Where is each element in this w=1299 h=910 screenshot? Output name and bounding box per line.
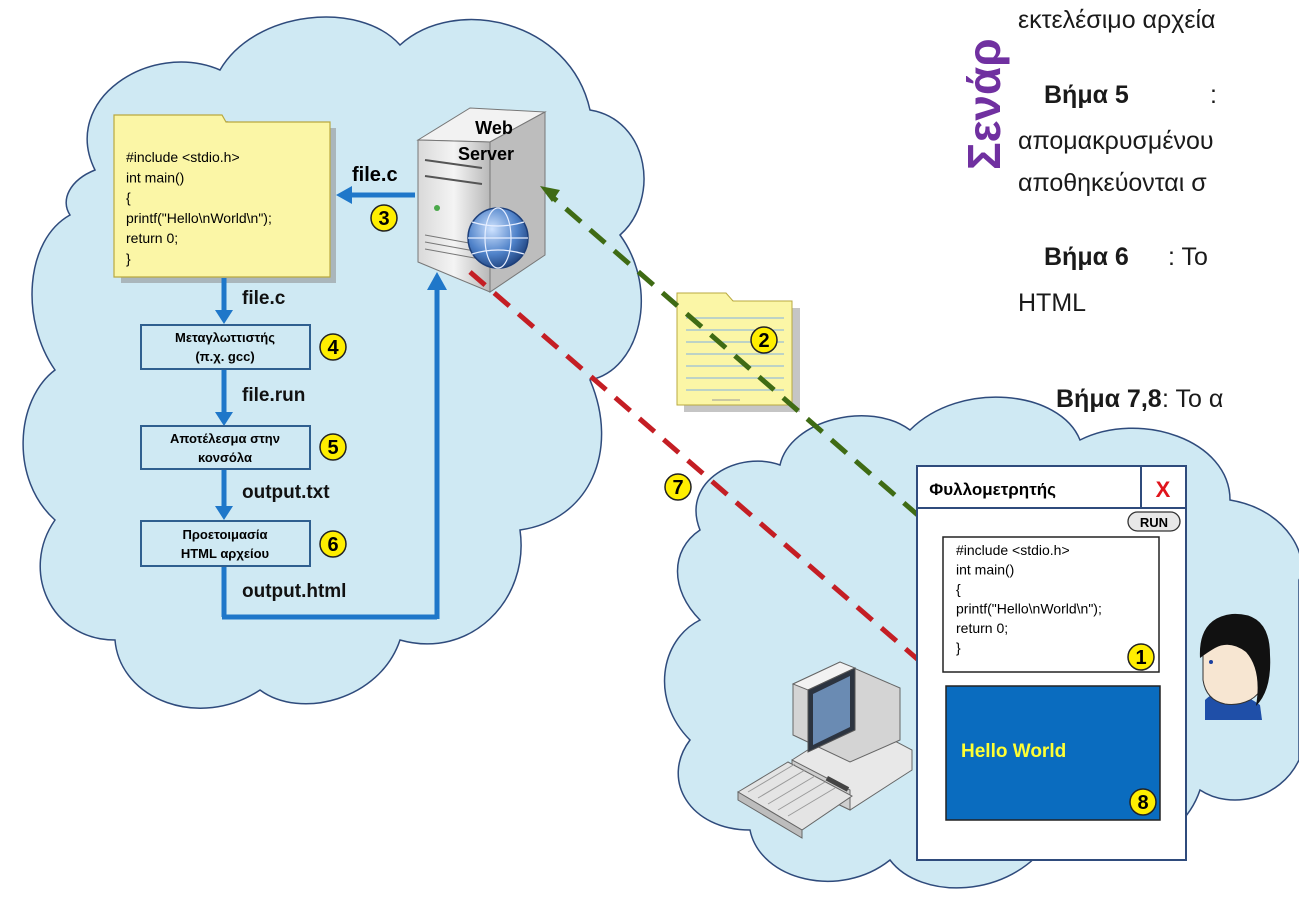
html-prep-box: Προετοιμασία HTML αρχείου bbox=[140, 520, 311, 567]
step-line-3: αποθηκεύονται σ bbox=[1018, 169, 1207, 197]
step-badge-1 bbox=[1127, 643, 1155, 671]
editor-code-lines: #include <stdio.h> int main() { printf("He… bbox=[956, 542, 1102, 656]
note-code-line-1: int main() bbox=[126, 169, 184, 185]
compiler-box: Μεταγλωττιστής (π.χ. gcc) bbox=[140, 324, 311, 370]
code-editor[interactable]: #include <stdio.h> int main() { printf("He… bbox=[942, 536, 1160, 673]
step-badge-label-1: 1 bbox=[1135, 647, 1146, 669]
label-file-run: file.run bbox=[242, 385, 305, 406]
label-output-html: output.html bbox=[242, 581, 346, 602]
steps-text: εκτελέσιμο αρχεία Βήμα 5 : απομακρυσμένο… bbox=[1018, 6, 1223, 413]
step-badge-label-4: 4 bbox=[327, 337, 339, 359]
console-line-2: κονσόλα bbox=[198, 450, 252, 465]
editor-code-line-3: printf("Hello\nWorld\n"); bbox=[956, 601, 1102, 617]
step-badge-6 bbox=[319, 530, 347, 558]
step-line-2: απομακρυσμένου bbox=[1018, 127, 1214, 155]
console-box: Αποτέλεσμα στην κονσόλα bbox=[140, 425, 311, 470]
step-badge-4 bbox=[319, 333, 347, 361]
step-line-0: εκτελέσιμο αρχεία bbox=[1018, 6, 1216, 34]
step-badge-7 bbox=[664, 473, 692, 501]
label-output-txt: output.txt bbox=[242, 482, 330, 503]
globe-icon bbox=[467, 207, 529, 269]
upload-dashed-line bbox=[547, 192, 945, 539]
editor-code-line-0: #include <stdio.h> bbox=[956, 542, 1070, 558]
step-badge-label-6: 6 bbox=[327, 534, 338, 556]
step-6-body: : Το bbox=[1168, 243, 1208, 271]
run-button[interactable]: RUN bbox=[1127, 511, 1181, 532]
upload-arrowhead bbox=[540, 186, 560, 202]
browser-title: Φυλλομετρητής bbox=[929, 480, 1056, 499]
step-badges: 1 2 3 4 5 6 7 8 bbox=[319, 204, 1157, 816]
step-5-colon: : bbox=[1210, 81, 1217, 109]
editor-code-line-4: return 0; bbox=[956, 620, 1008, 636]
server-label-server: Server bbox=[458, 144, 514, 164]
step-78-body: : Το α bbox=[1162, 385, 1223, 413]
step-badge-label-7: 7 bbox=[672, 477, 683, 499]
step-badge-5 bbox=[319, 433, 347, 461]
prep-line-2: HTML αρχείου bbox=[181, 546, 270, 561]
note-code-line-2: { bbox=[126, 190, 131, 206]
server-label-web: Web bbox=[475, 118, 513, 138]
step-6-label: Βήμα 6 bbox=[1044, 243, 1129, 271]
compiler-line-1: Μεταγλωττιστής bbox=[175, 330, 275, 345]
step-line-5: HTML bbox=[1018, 289, 1086, 317]
label-file-c-top: file.c bbox=[352, 164, 398, 186]
side-title-text: Σενάρ bbox=[958, 38, 1010, 170]
run-button-label: RUN bbox=[1140, 515, 1168, 530]
folder-icon bbox=[676, 292, 800, 412]
note-code-line-5: } bbox=[126, 251, 131, 267]
note-code-line-4: return 0; bbox=[126, 230, 178, 246]
step-badge-label-5: 5 bbox=[327, 437, 338, 459]
computer-icon bbox=[737, 661, 913, 839]
response-dashed-line bbox=[468, 270, 932, 672]
note-code-line-3: printf("Hello\nWorld\n"); bbox=[126, 210, 272, 226]
step-badge-label-8: 8 bbox=[1137, 792, 1148, 814]
close-button[interactable]: X bbox=[1156, 477, 1171, 502]
editor-code-line-1: int main() bbox=[956, 562, 1014, 578]
step-78-label: Βήμα 7,8 bbox=[1056, 385, 1162, 413]
side-title: Σενάρ bbox=[958, 38, 1010, 170]
compile-flow bbox=[215, 272, 447, 620]
console-line-1: Αποτέλεσμα στην bbox=[170, 431, 280, 446]
editor-code-line-2: { bbox=[956, 581, 961, 597]
step-badge-2 bbox=[750, 326, 778, 354]
prep-line-1: Προετοιμασία bbox=[183, 527, 268, 542]
step-badge-label-3: 3 bbox=[378, 208, 389, 230]
source-code-lines: #include <stdio.h> int main() { printf("He… bbox=[126, 149, 272, 267]
step-badge-8 bbox=[1129, 788, 1157, 816]
output-panel: Hello World bbox=[945, 685, 1161, 821]
note-code-line-0: #include <stdio.h> bbox=[126, 149, 240, 165]
step-badge-label-2: 2 bbox=[758, 330, 769, 352]
step-5-label: Βήμα 5 bbox=[1044, 81, 1129, 109]
user-avatar-icon bbox=[1199, 613, 1271, 720]
editor-code-line-5: } bbox=[956, 640, 961, 656]
label-file-c: file.c bbox=[242, 288, 286, 309]
step-badge-3 bbox=[370, 204, 398, 232]
output-text: Hello World bbox=[961, 741, 1066, 762]
arrow-server-to-note bbox=[336, 186, 415, 204]
source-code-note: #include <stdio.h> int main() { printf("He… bbox=[113, 114, 336, 283]
compiler-line-2: (π.χ. gcc) bbox=[195, 349, 254, 364]
